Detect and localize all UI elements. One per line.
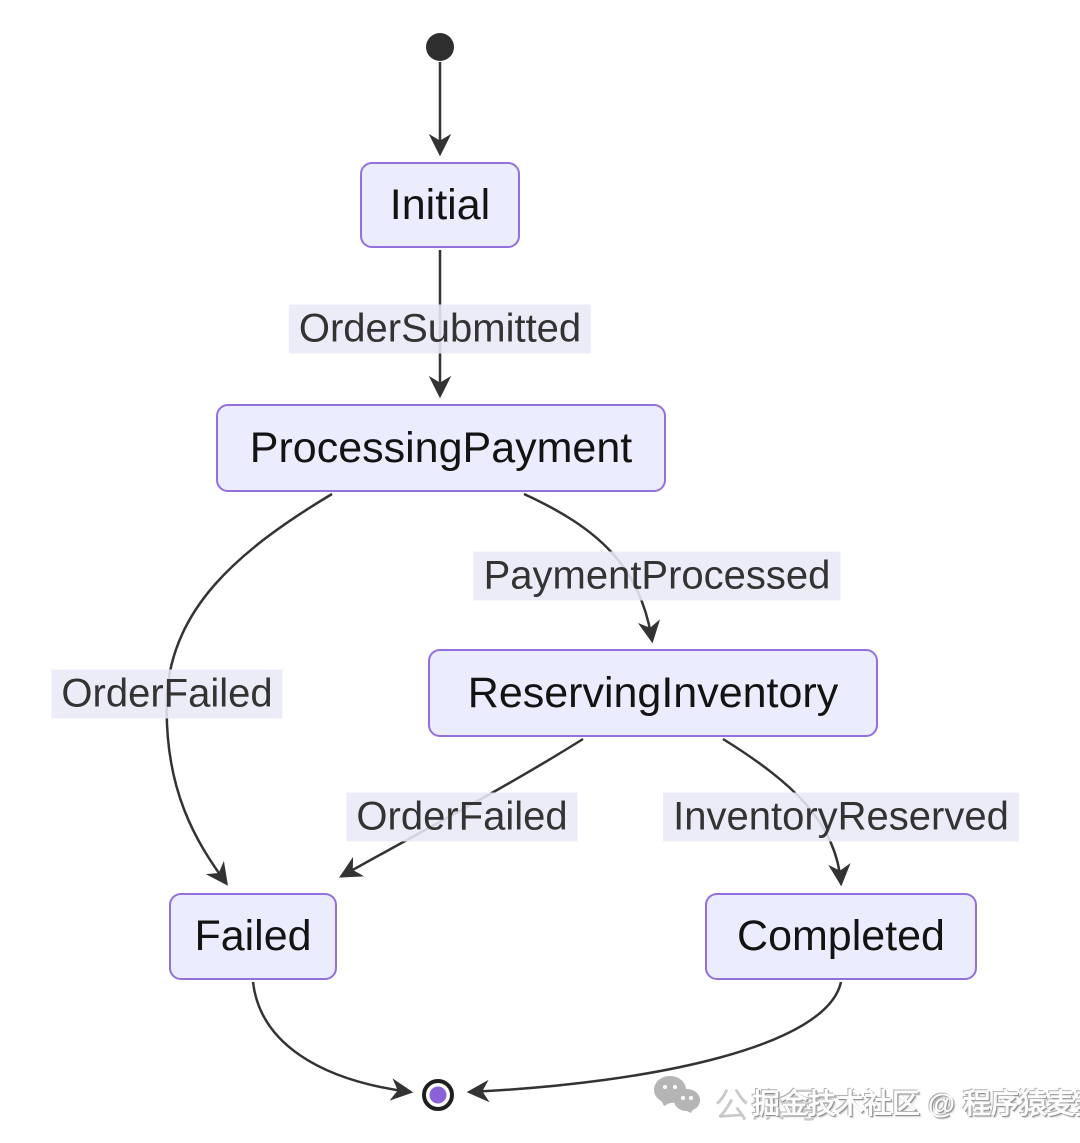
final-state-icon (422, 1079, 454, 1111)
watermark: 公众号 掘金技术社区 @ 程序猿麦麦 (648, 1070, 1080, 1130)
edge-completed-to-final (466, 981, 843, 1103)
edge-label-orderfailed-left: OrderFailed (51, 669, 283, 719)
state-node-completed: Completed (705, 893, 977, 980)
watermark-faint-text: 公众号 (714, 1087, 826, 1126)
edge-label-ordersubmitted: OrderSubmitted (288, 304, 592, 354)
start-state-icon (426, 33, 454, 61)
state-node-failed: Failed (169, 893, 337, 980)
state-node-initial: Initial (360, 162, 520, 248)
edge-failed-to-final (251, 981, 414, 1101)
watermark-main-text: 掘金技术社区 @ 程序猿麦麦 (752, 1088, 1080, 1119)
edge-label-orderfailed-mid: OrderFailed (346, 792, 578, 842)
edge-label-paymentprocessed: PaymentProcessed (473, 551, 841, 601)
edge-label-inventoryreserved: InventoryReserved (663, 792, 1019, 842)
state-node-processingpayment: ProcessingPayment (216, 404, 666, 492)
state-node-reservinginventory: ReservingInventory (428, 649, 878, 737)
wechat-icon (654, 1076, 712, 1122)
